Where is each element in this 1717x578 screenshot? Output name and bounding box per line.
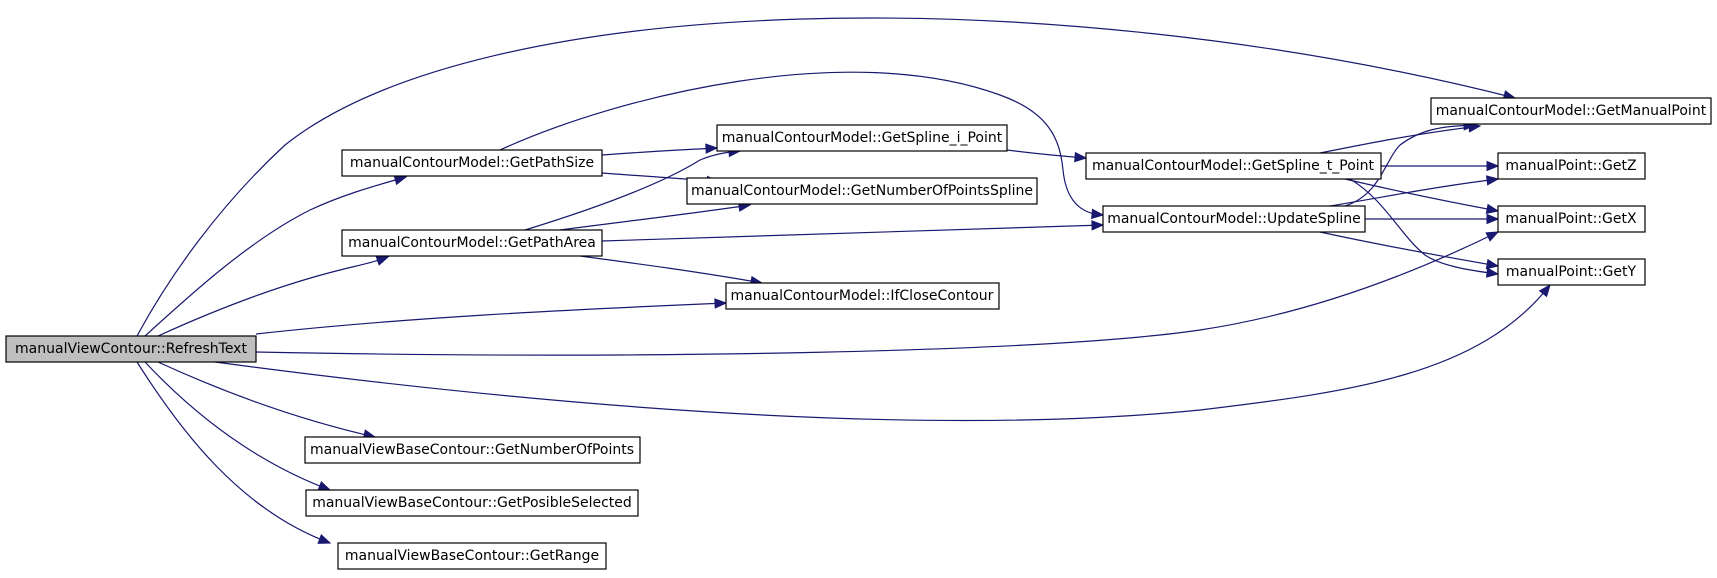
edge-line: [601, 224, 1104, 242]
node-label-getposibleselected: manualViewBaseContour::GetPosibleSelecte…: [312, 495, 632, 511]
node-label-updatespline: manualContourModel::UpdateSpline: [1107, 211, 1361, 227]
edge-refreshtext-to-getposibleselected: [144, 361, 332, 491]
node-label-getpatharea: manualContourModel::GetPathArea: [348, 235, 596, 251]
node-getsplineipoint[interactable]: manualContourModel::GetSpline_i_Point: [716, 124, 1008, 152]
edge-line: [1344, 178, 1499, 212]
node-ifclosecontour[interactable]: manualContourModel::IfCloseContour: [725, 282, 1000, 310]
edge-refreshtext-to-getrange: [136, 361, 332, 544]
edge-line: [1319, 125, 1481, 154]
arrowhead-icon: [1074, 151, 1088, 163]
edge-getpathsize-to-getsplineipoint: [601, 143, 719, 156]
node-getmanualpoint[interactable]: manualContourModel::GetManualPoint: [1430, 97, 1712, 125]
edge-updatespline-to-getx: [1364, 213, 1500, 225]
node-gety[interactable]: manualPoint::GetY: [1497, 258, 1646, 286]
arrowhead-icon: [1538, 283, 1551, 298]
edge-getsplineipoint-to-getsplinetpoint: [1006, 149, 1088, 163]
arrowhead-icon: [1486, 213, 1500, 225]
arrowhead-icon: [1486, 160, 1500, 172]
edge-refreshtext-to-gety: [214, 283, 1551, 422]
edge-getpatharea-to-updatespline: [601, 220, 1105, 242]
edge-line: [136, 361, 331, 544]
edge-line: [144, 361, 331, 491]
nodes-layer: manualViewContour::RefreshText manualCon…: [5, 97, 1712, 570]
edge-updatespline-to-gety: [1319, 231, 1500, 270]
edge-refreshtext-to-getnumberofpoints: [157, 361, 377, 440]
node-label-getsplineipoint: manualContourModel::GetSpline_i_Point: [722, 130, 1003, 146]
edge-getpatharea-to-ifclosecontour: [579, 255, 764, 287]
node-label-gety: manualPoint::GetY: [1506, 264, 1637, 280]
edge-refreshtext-to-getx: [255, 231, 1500, 356]
edge-line: [157, 256, 389, 337]
edge-line: [157, 361, 376, 438]
edge-getsplinetpoint-to-getmanualpoint: [1319, 122, 1482, 154]
arrowhead-icon: [1485, 203, 1500, 215]
node-label-getnumberofpoints: manualViewBaseContour::GetNumberOfPoints: [310, 442, 634, 458]
node-label-ifclosecontour: manualContourModel::IfCloseContour: [731, 288, 994, 304]
edge-updatespline-to-getz: [1329, 175, 1500, 207]
edge-line: [136, 17, 1516, 337]
edge-refreshtext-to-getpatharea: [157, 255, 390, 337]
node-updatespline[interactable]: manualContourModel::UpdateSpline: [1102, 205, 1366, 233]
edge-getsplinetpoint-to-getz: [1381, 160, 1500, 172]
node-getpatharea[interactable]: manualContourModel::GetPathArea: [341, 229, 603, 257]
node-getnumberofpointsspline[interactable]: manualContourModel::GetNumberOfPointsSpl…: [686, 177, 1038, 205]
edge-line: [579, 255, 763, 284]
edge-getpatharea-to-getnumberofpointsspline: [559, 201, 752, 231]
edge-line: [1319, 231, 1499, 267]
edge-line: [144, 176, 407, 337]
edge-getpathsize-to-updatespline: [499, 71, 1105, 220]
node-refreshtext[interactable]: manualViewContour::RefreshText: [5, 335, 257, 363]
edge-line: [255, 302, 727, 335]
node-label-getrange: manualViewBaseContour::GetRange: [345, 548, 599, 564]
arrowhead-icon: [714, 298, 728, 309]
arrowhead-icon: [317, 534, 332, 544]
node-getsplinetpoint[interactable]: manualContourModel::GetSpline_t_Point: [1085, 152, 1382, 180]
node-label-refreshtext: manualViewContour::RefreshText: [15, 341, 247, 357]
edge-line: [1349, 178, 1499, 275]
node-label-getnumberofpointsspline: manualContourModel::GetNumberOfPointsSpl…: [691, 183, 1033, 199]
arrowhead-icon: [1485, 267, 1500, 278]
arrowhead-icon: [393, 175, 408, 186]
node-getposibleselected[interactable]: manualViewBaseContour::GetPosibleSelecte…: [305, 489, 639, 517]
edge-line: [601, 147, 718, 156]
node-label-getsplinetpoint: manualContourModel::GetSpline_t_Point: [1092, 158, 1375, 174]
edge-line: [1329, 178, 1499, 207]
arrowhead-icon: [317, 480, 332, 491]
node-label-getz: manualPoint::GetZ: [1505, 158, 1636, 174]
edge-line: [499, 71, 1104, 216]
node-getx[interactable]: manualPoint::GetX: [1497, 205, 1646, 233]
arrowhead-icon: [1091, 220, 1105, 231]
edge-line: [1344, 124, 1476, 207]
edge-getsplinetpoint-to-getx: [1344, 178, 1500, 215]
edges-layer: [136, 17, 1551, 544]
arrowhead-icon: [1091, 208, 1105, 220]
arrowhead-icon: [705, 143, 719, 154]
arrowhead-icon: [1485, 231, 1500, 242]
arrowhead-icon: [1485, 175, 1500, 186]
edge-line: [559, 204, 751, 231]
edge-line: [214, 284, 1551, 422]
arrowhead-icon: [375, 255, 390, 266]
node-getz[interactable]: manualPoint::GetZ: [1497, 152, 1646, 180]
edge-line: [524, 150, 741, 231]
node-label-getmanualpoint: manualContourModel::GetManualPoint: [1436, 103, 1707, 119]
node-getpathsize[interactable]: manualContourModel::GetPathSize: [341, 149, 603, 177]
edge-line: [255, 231, 1499, 356]
node-getnumberofpoints[interactable]: manualViewBaseContour::GetNumberOfPoints: [304, 436, 641, 464]
node-label-getpathsize: manualContourModel::GetPathSize: [350, 155, 594, 171]
edge-refreshtext-to-ifclosecontour: [255, 298, 728, 335]
edge-refreshtext-to-getpathsize: [144, 175, 408, 337]
node-label-getx: manualPoint::GetX: [1505, 211, 1637, 227]
edge-line: [1006, 149, 1087, 159]
arrowhead-icon: [1485, 258, 1500, 270]
node-getrange[interactable]: manualViewBaseContour::GetRange: [337, 542, 607, 570]
